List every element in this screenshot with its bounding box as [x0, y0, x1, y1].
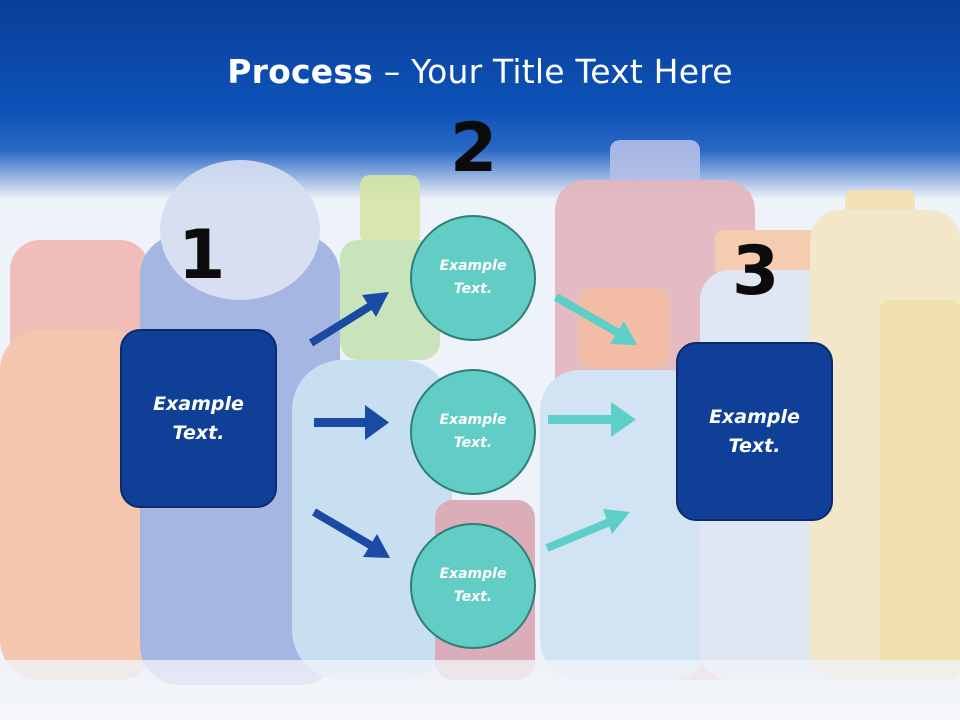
title-rest: – Your Title Text Here	[373, 52, 733, 91]
left-box-line1: Example	[153, 392, 244, 415]
step-number-3: 3	[732, 232, 780, 311]
arrow-up-right-icon	[308, 292, 389, 347]
teal-arrow-down-right-icon	[553, 293, 637, 345]
left-box: Example Text.	[120, 329, 277, 508]
step-number-2: 2	[450, 109, 498, 188]
arrow-down-right-icon	[311, 508, 390, 558]
arrow-right-icon	[314, 405, 389, 440]
circle-middle-line2: Text.	[453, 435, 493, 451]
blue-arrows	[308, 292, 390, 558]
circle-bottom-line1: Example	[439, 566, 507, 582]
teal-arrow-up-right-icon	[545, 509, 630, 552]
teal-arrow-right-icon	[548, 402, 636, 437]
circle-middle-line1: Example	[439, 412, 507, 428]
teal-arrows	[545, 293, 637, 552]
circle-bottom-line2: Text.	[453, 589, 493, 605]
left-box-line2: Text.	[172, 421, 225, 444]
title-bold: Process	[227, 52, 374, 91]
slide-title: Process – Your Title Text Here	[0, 52, 960, 91]
right-box: Example Text.	[676, 342, 833, 521]
step-number-1: 1	[178, 216, 226, 295]
circle-top: Example Text.	[410, 215, 536, 341]
circle-top-line1: Example	[439, 258, 507, 274]
right-box-line1: Example	[709, 405, 800, 428]
circle-middle: Example Text.	[410, 369, 536, 495]
circle-top-line2: Text.	[453, 281, 493, 297]
right-box-line2: Text.	[728, 434, 781, 457]
circle-bottom: Example Text.	[410, 523, 536, 649]
